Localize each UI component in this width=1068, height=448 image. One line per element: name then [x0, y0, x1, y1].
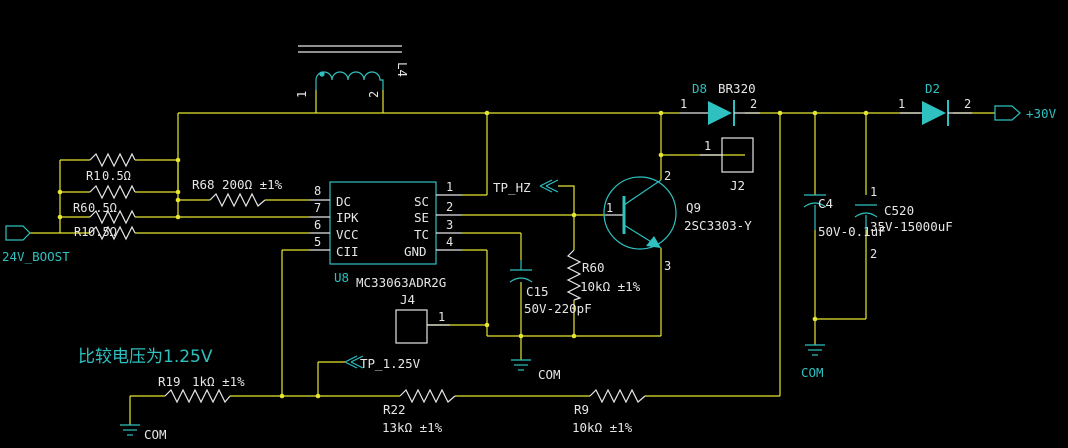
junction-dots [57, 110, 869, 399]
test-point-1v25: TP_1.25V [344, 355, 421, 371]
q9-pin2: 2 [664, 169, 671, 183]
capacitor-c15: C15 50V-220pF [509, 260, 592, 316]
connector-j4: 1 J4 [395, 292, 450, 344]
output-port-label: +30V [1026, 106, 1057, 121]
r19-value: 1kΩ ±1% [192, 374, 245, 389]
u8-value: MC33063ADR2G [356, 275, 446, 290]
resistor-r19: R19 1kΩ ±1% [158, 374, 245, 404]
j2-ref: J2 [730, 178, 745, 193]
ground-symbol-c15: COM [511, 359, 561, 382]
ic-u8: 8 7 6 5 DC IPK VCC CII 1 2 3 4 SC SE TC … [310, 180, 462, 290]
r9-value: 10kΩ ±1% [572, 420, 633, 435]
q9-ref: Q9 [686, 200, 701, 215]
c4-value: 50V-0.1uF [818, 224, 886, 239]
r19-ref: R19 [158, 374, 181, 389]
u8-ref: U8 [334, 270, 349, 285]
comparator-voltage-note: 比较电压为1.25V [78, 347, 213, 367]
u8-pin7-name: IPK [336, 210, 359, 225]
input-port-label: 24V_BOOST [2, 249, 70, 264]
j2-pin: 1 [704, 139, 711, 153]
j4-ref: J4 [400, 292, 415, 307]
capacitor-c4: C4 50V-0.1uF [803, 194, 886, 239]
r22-value: 13kΩ ±1% [382, 420, 443, 435]
c520-value: 35V-15000uF [870, 219, 953, 234]
c520-pin2: 2 [870, 247, 877, 261]
tp-1v25-label: TP_1.25V [360, 356, 421, 371]
c4-ref: C4 [818, 196, 833, 211]
u8-pin6-num: 6 [314, 218, 321, 232]
c15-ref: C15 [526, 284, 549, 299]
sense-resistor-2-ref: R6 [73, 201, 87, 215]
d2-pin1: 1 [898, 97, 905, 111]
r60-value: 10kΩ ±1% [580, 279, 641, 294]
r68-value: 200Ω ±1% [222, 177, 283, 192]
ground-symbol-r19: COM [120, 424, 167, 442]
sense-resistor-2-value: 0.5Ω [88, 201, 117, 215]
ground-label-c15: COM [538, 367, 561, 382]
u8-pin3-name: TC [414, 227, 429, 242]
inductor-pin2-label: 2 [367, 91, 381, 98]
sense-resistor-1-ref: R1 [86, 169, 100, 183]
q9-value: 2SC3303-Y [684, 218, 752, 233]
connector-j2: 1 J2 [700, 137, 754, 193]
resistor-r22: R22 13kΩ ±1% [382, 388, 456, 435]
sense-resistor-3-value: 0.5Ω [88, 225, 117, 239]
ground-label-c4: COM [801, 365, 824, 380]
sense-resistor-3-ref: R1 [74, 225, 88, 239]
q9-pin3: 3 [664, 259, 671, 273]
inductor-pin1-label: 1 [295, 91, 309, 98]
d2-ref: D2 [925, 81, 940, 96]
u8-pin2-num: 2 [446, 200, 453, 214]
u8-pin5-num: 5 [314, 235, 321, 249]
r60-ref: R60 [582, 260, 605, 275]
resistor-r68: R68 200Ω ±1% [192, 177, 283, 208]
u8-pin4-num: 4 [446, 235, 453, 249]
q9-pin1: 1 [606, 201, 613, 215]
tp-hz-label: TP_HZ [493, 180, 531, 195]
u8-pin7-num: 7 [314, 201, 321, 215]
inductor-ref: L4 [395, 62, 410, 77]
sense-resistor-1-value: 0.5Ω [102, 169, 131, 183]
d2-pin2: 2 [964, 97, 971, 111]
r68-ref: R68 [192, 177, 215, 192]
diode-d8: D8 BR320 1 2 [680, 81, 760, 126]
u8-pin5-name: CII [336, 244, 359, 259]
inductor-l4: 1 2 L4 [295, 45, 410, 98]
capacitor-c520: 1 2 C520 35V-15000uF [854, 185, 953, 261]
resistor-r9: R9 10kΩ ±1% [572, 388, 646, 435]
u8-pin8-name: DC [336, 194, 351, 209]
r22-ref: R22 [383, 402, 406, 417]
sense-resistors: R1 0.5Ω R6 0.5Ω R1 0.5Ω [73, 152, 136, 241]
u8-pin1-name: SC [414, 194, 429, 209]
d8-value: BR320 [718, 81, 756, 96]
ground-symbol-c4: COM [801, 344, 825, 380]
d8-pin2: 2 [750, 97, 757, 111]
u8-pin3-num: 3 [446, 218, 453, 232]
c15-value: 50V-220pF [524, 301, 592, 316]
transistor-q9: 1 2 3 Q9 2SC3303-Y [603, 169, 752, 273]
r9-ref: R9 [574, 402, 589, 417]
ground-label-r19: COM [144, 427, 167, 442]
resistor-r60: R60 10kΩ ±1% [566, 249, 641, 301]
u8-pin8-num: 8 [314, 184, 321, 198]
power-port-30v: +30V [994, 105, 1057, 121]
d8-pin1: 1 [680, 97, 687, 111]
c520-pin1: 1 [870, 185, 877, 199]
power-port-24v: 24V_BOOST [2, 225, 70, 264]
j4-pin: 1 [438, 310, 445, 324]
u8-pin6-name: VCC [336, 227, 359, 242]
u8-pin2-name: SE [414, 210, 429, 225]
diode-d2: D2 1 2 [898, 81, 972, 126]
u8-pin4-name: GND [404, 244, 427, 259]
test-point-hz: TP_HZ [493, 179, 575, 195]
u8-pin1-num: 1 [446, 180, 453, 194]
c520-ref: C520 [884, 203, 914, 218]
d8-ref: D8 [692, 81, 707, 96]
